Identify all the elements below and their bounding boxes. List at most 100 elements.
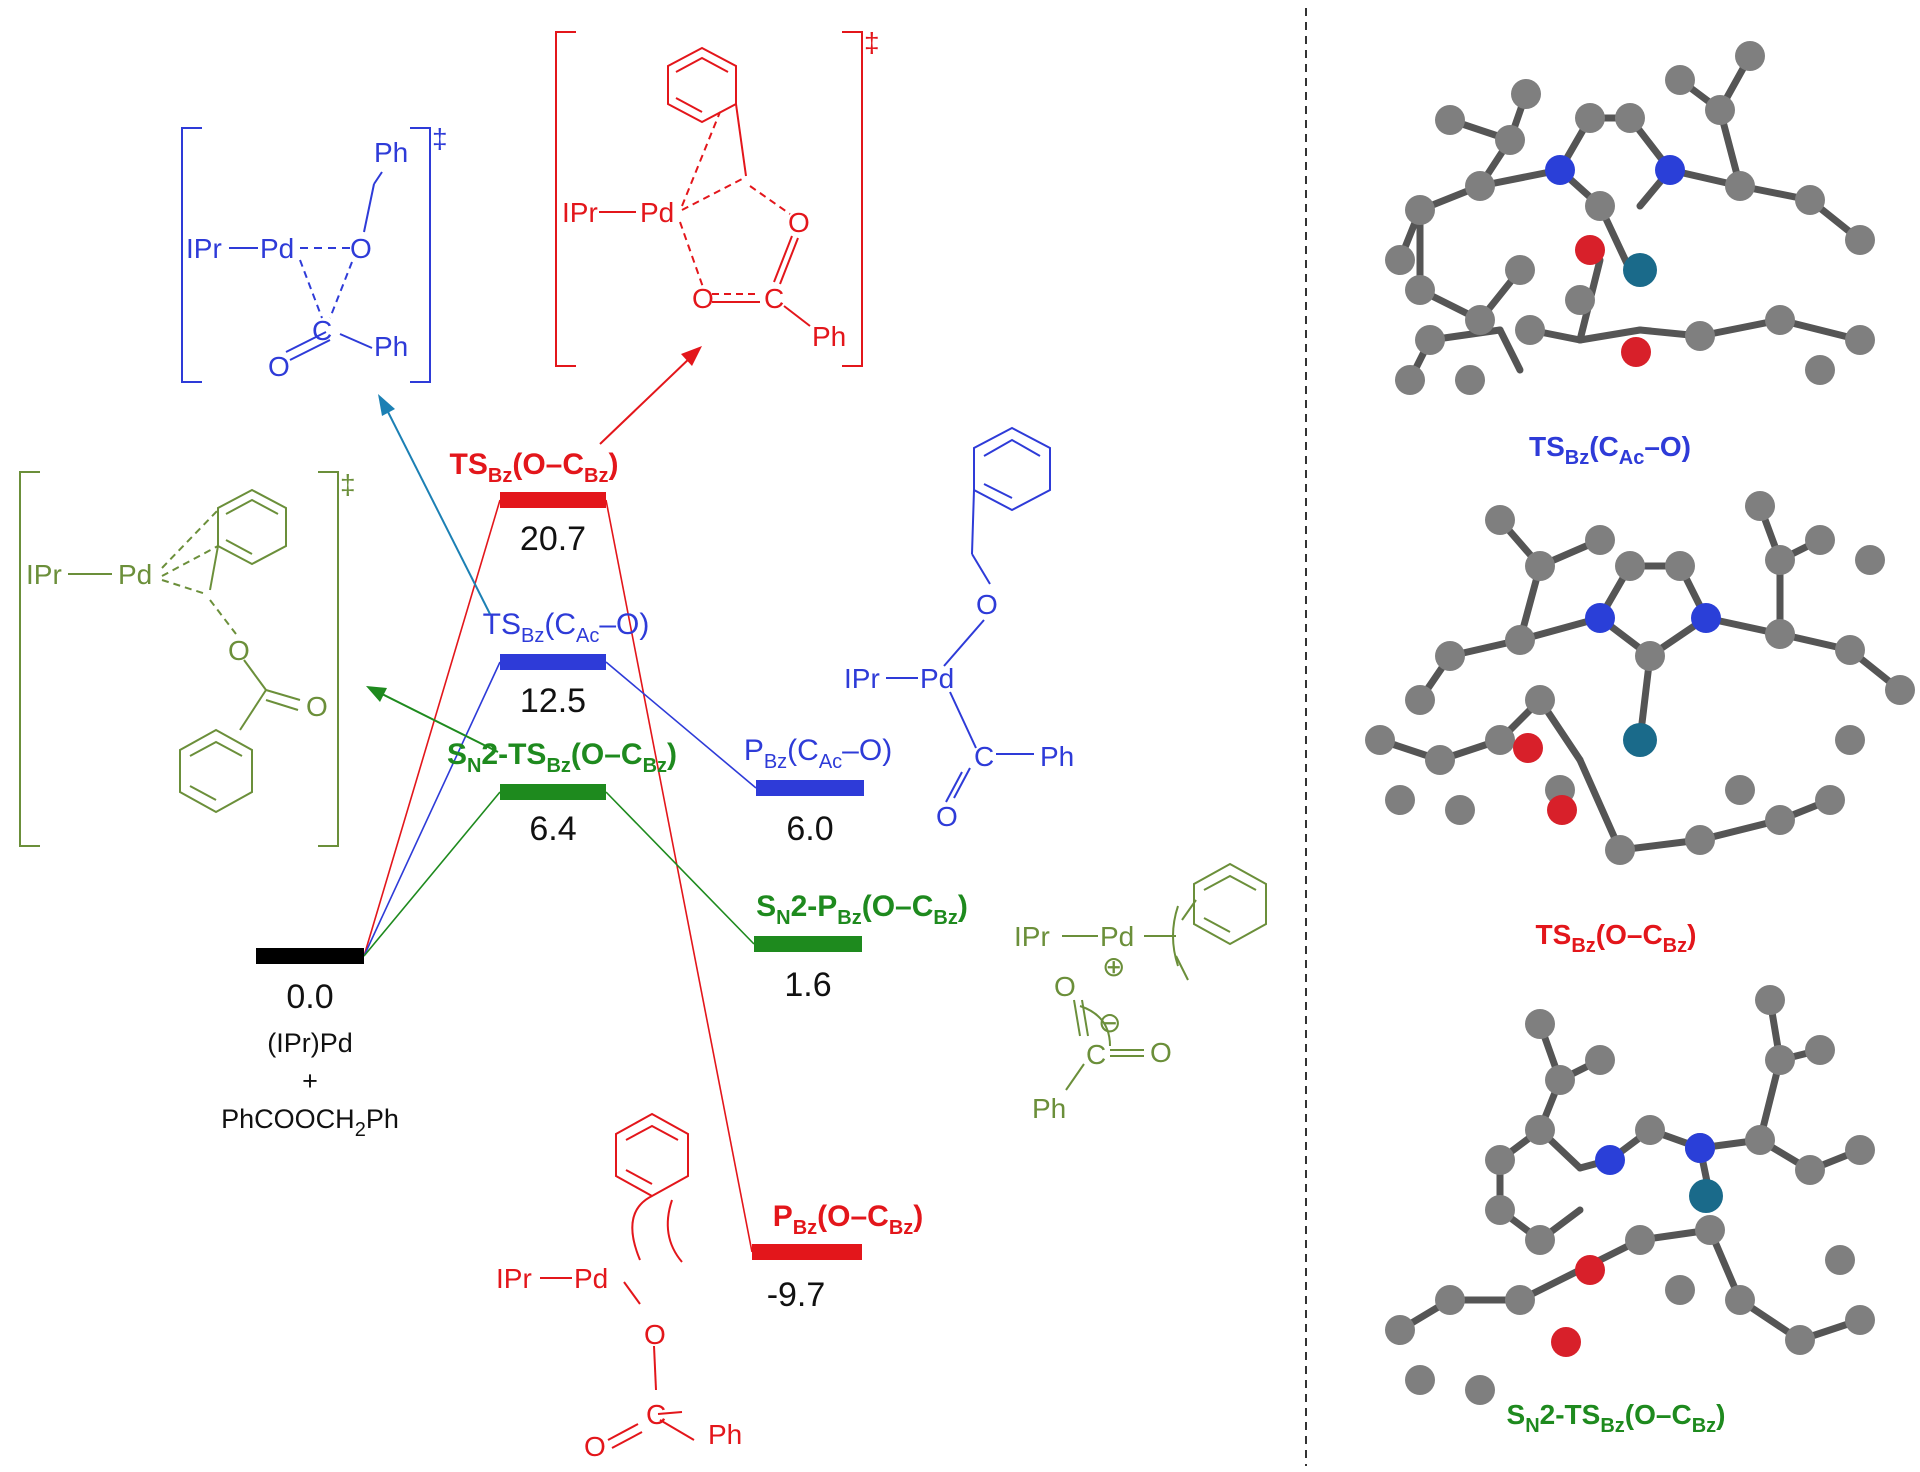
atom-o	[1575, 235, 1605, 265]
bracket-left	[19, 471, 40, 847]
p-o-cbz-ph: Ph	[708, 1419, 742, 1450]
arrow-to-blue-ts-structure	[378, 394, 491, 615]
ts-o-cbz-o-right: O	[788, 207, 810, 238]
level-sn2-p	[754, 936, 862, 952]
arrow-to-red-ts-structure	[599, 346, 702, 445]
sn2-p-plus: ⊕	[1102, 951, 1125, 982]
level-sn2-ts	[500, 784, 606, 800]
atom-n	[1691, 603, 1721, 633]
ts-o-cbz-pd: Pd	[640, 197, 674, 228]
atom-n	[1685, 1133, 1715, 1163]
bracket-right	[410, 127, 431, 383]
ts-o-cbz-ph: Ph	[812, 321, 846, 352]
energy-value-p-o-cbz: -9.7	[767, 1276, 826, 1314]
benzene-ring-bottom	[179, 728, 253, 814]
atom-o	[1575, 1255, 1605, 1285]
sn2-ts-o-ester: O	[228, 635, 250, 666]
energy-value-sn2-ts: 6.4	[529, 810, 576, 848]
atom-n	[1585, 603, 1615, 633]
connector-ts-o-cbz-p-o-cbz	[605, 499, 753, 1253]
level-p-o-cbz	[752, 1244, 862, 1260]
p-cac-o-ipr: IPr	[844, 663, 880, 694]
atom-n	[1655, 155, 1685, 185]
connector-sn2-ts-sn2-p	[605, 791, 755, 945]
atom-n	[1545, 155, 1575, 185]
reactant-label-line2: +	[302, 1066, 318, 1096]
level-reactant	[256, 948, 364, 964]
p-cac-o-o2: O	[936, 801, 958, 832]
ts-o-cbz-o-left: O	[692, 283, 714, 314]
model-ts-o-cbz: TSBz(O–CBz)	[1365, 491, 1915, 957]
label-p-o-cbz: PBz(O–CBz)	[773, 1200, 924, 1239]
p-cac-o-c: C	[974, 741, 994, 772]
ts-cac-o-c: C	[312, 315, 332, 346]
label-ts-o-cbz: TSBz(O–CBz)	[450, 448, 619, 487]
atom-o	[1513, 733, 1543, 763]
bracket-left	[555, 31, 576, 367]
bracket-right	[318, 471, 339, 847]
bracket-left	[181, 127, 202, 383]
energy-value-reactant: 0.0	[286, 978, 333, 1016]
sn2-ts-dagger: ‡	[340, 469, 356, 500]
benzene-ring	[667, 46, 737, 124]
reactant-label-line1: (IPr)Pd	[267, 1028, 353, 1058]
atom-pd	[1623, 253, 1657, 287]
ts-cac-o-ipr: IPr	[186, 233, 222, 264]
label-sn2-ts: SN2-TSBz(O–CBz)	[447, 738, 677, 777]
atom-pd	[1623, 723, 1657, 757]
energy-value-ts-cac-o: 12.5	[520, 682, 586, 720]
p-o-cbz-c: C	[646, 1399, 666, 1430]
ts-cac-o-pd: Pd	[260, 233, 294, 264]
ts-o-cbz-c: C	[764, 283, 784, 314]
level-ts-o-cbz	[500, 492, 606, 508]
model-sn2-ts: SN2-TSBz(O–CBz)	[1385, 985, 1875, 1437]
sn2-p-pd: Pd	[1100, 921, 1134, 952]
sn2-p-c: C	[1086, 1039, 1106, 1070]
p-cac-o-pd: Pd	[920, 663, 954, 694]
energy-value-sn2-p: 1.6	[784, 966, 831, 1004]
sn2-p-o-top: O	[1054, 971, 1076, 1002]
sn2-ts-o-carbonyl: O	[306, 691, 328, 722]
atom-n	[1595, 1145, 1625, 1175]
bracket-right	[842, 31, 863, 367]
ts-cac-o-dagger: ‡	[432, 123, 448, 154]
level-ts-cac-o	[500, 654, 606, 670]
atom-o	[1621, 337, 1651, 367]
atom-pd	[1689, 1179, 1723, 1213]
ts-o-cbz-dagger: ‡	[864, 27, 880, 58]
caption-ts-o-cbz: TSBz(O–CBz)	[1536, 919, 1697, 957]
label-ts-cac-o: TSBz(CAc–O)	[483, 608, 650, 647]
sn2-p-o-right: O	[1150, 1037, 1172, 1068]
p-o-cbz-ipr: IPr	[496, 1263, 532, 1294]
label-p-cac-o: PBz(CAc–O)	[744, 734, 892, 773]
ts-cac-o-o2: O	[268, 351, 290, 382]
p-o-cbz-pd: Pd	[574, 1263, 608, 1294]
connector-reactant-ts-cac-o	[363, 661, 501, 957]
structure-sn2-p: IPr Pd ⊕ O ⊖ C O Ph	[1014, 862, 1267, 1124]
energy-value-p-cac-o: 6.0	[786, 810, 833, 848]
model-ts-o-cbz-atoms	[1365, 491, 1915, 865]
p-cac-o-ph: Ph	[1040, 741, 1074, 772]
structure-p-cac-o: O IPr Pd C Ph O	[844, 426, 1074, 832]
sn2-ts-pd: Pd	[118, 559, 152, 590]
p-o-cbz-o2: O	[584, 1431, 606, 1462]
structure-ts-o-cbz: ‡ IPr Pd O O C Ph	[555, 27, 880, 367]
ts-o-cbz-ipr: IPr	[562, 197, 598, 228]
energy-profile: 0.0 20.7 12.5 6.4 6.0 1.6 -9.7 (IPr)Pd +…	[221, 346, 968, 1314]
benzene-ring-top	[217, 488, 287, 566]
benzene-ring	[973, 426, 1051, 512]
benzene-ring	[1193, 862, 1267, 946]
structure-ts-cac-o: Ph ‡ IPr Pd O C O Ph	[181, 123, 448, 383]
sn2-ts-ipr: IPr	[26, 559, 62, 590]
energy-value-ts-o-cbz: 20.7	[520, 520, 586, 558]
structure-sn2-ts: ‡ IPr Pd O O	[19, 469, 356, 847]
atom-o	[1547, 795, 1577, 825]
label-sn2-p: SN2-PBz(O–CBz)	[756, 890, 968, 929]
p-cac-o-o: O	[976, 589, 998, 620]
atom-o	[1551, 1327, 1581, 1357]
sn2-p-ipr: IPr	[1014, 921, 1050, 952]
connector-reactant-ts-o-cbz	[363, 499, 501, 957]
structure-p-o-cbz: IPr Pd O C Ph O	[496, 1112, 742, 1462]
model-ts-cac-o-atoms	[1385, 41, 1875, 395]
